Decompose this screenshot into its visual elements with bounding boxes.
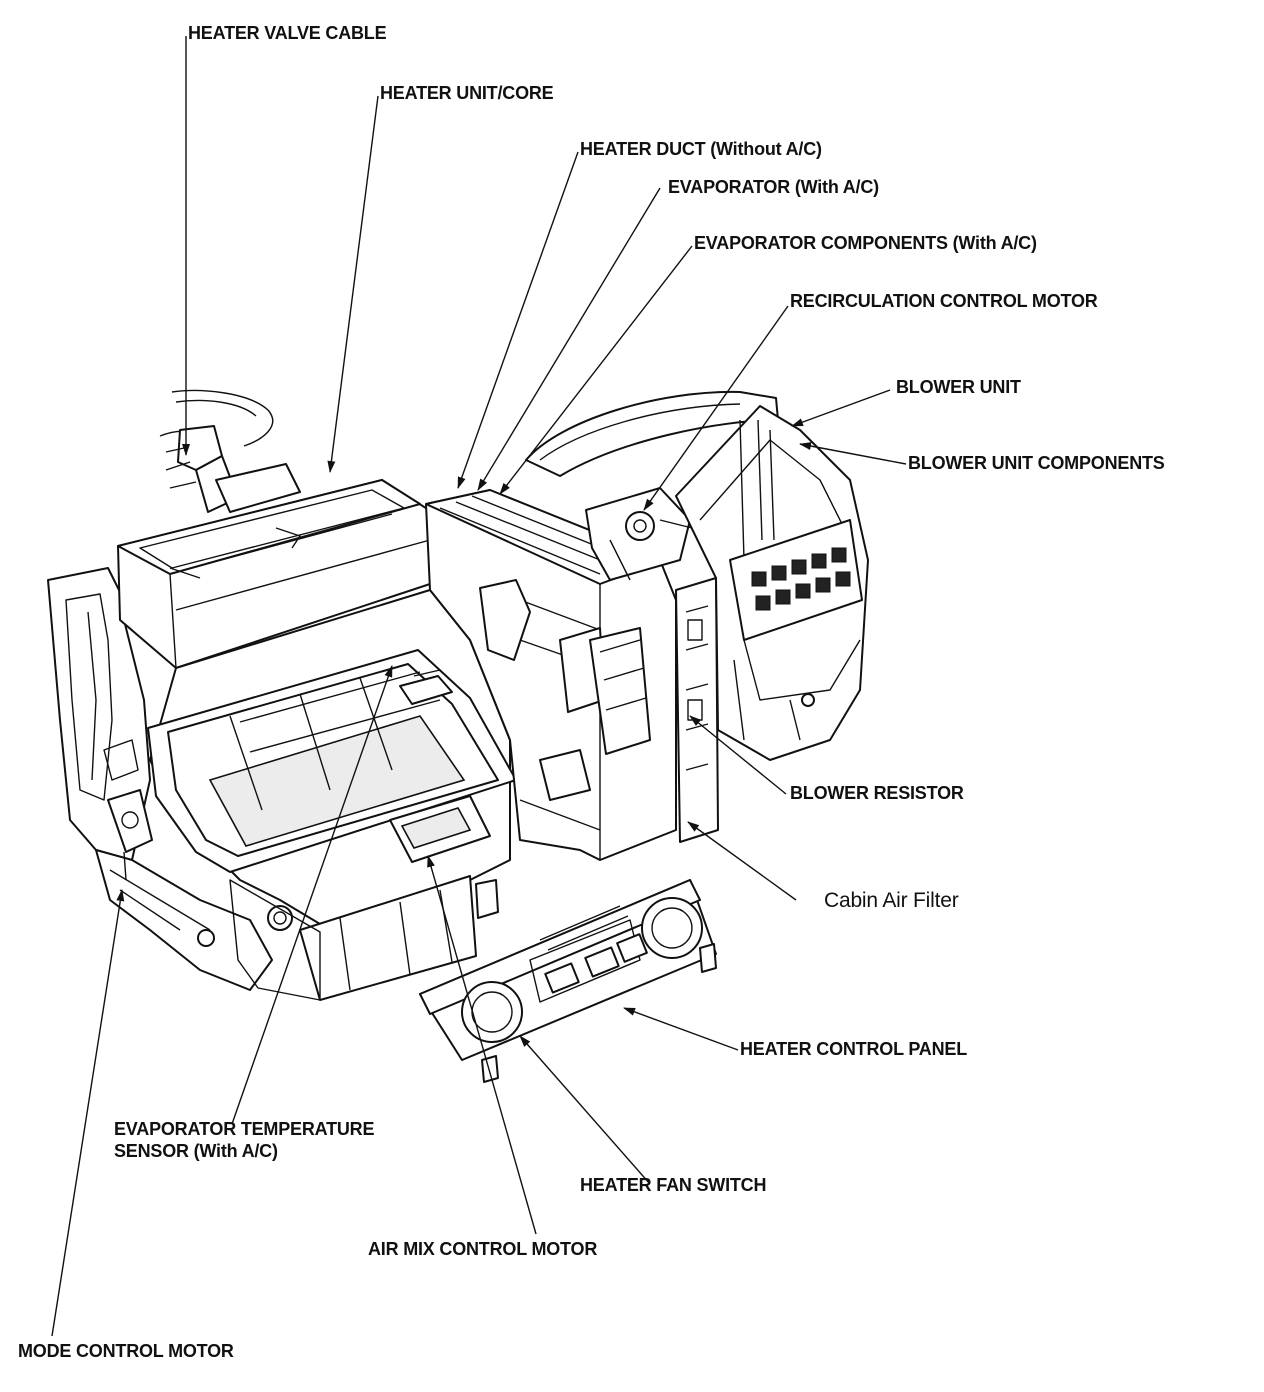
blower-resistor-part	[675, 577, 719, 843]
heater-valve-cable-part	[159, 389, 301, 513]
leader-cabin-air-filter	[687, 821, 797, 901]
leader-evaporator-temperature-sensor	[231, 665, 393, 1125]
label-evaporator: EVAPORATOR (With A/C)	[668, 177, 879, 197]
label-cabin-air-filter: Cabin Air Filter	[824, 889, 959, 912]
leader-blower-unit	[791, 389, 891, 427]
mode-control-motor-part	[107, 789, 153, 881]
label-heater-valve-cable: HEATER VALVE CABLE	[188, 23, 387, 43]
label-air-mix-control-motor: AIR MIX CONTROL MOTOR	[368, 1239, 598, 1259]
leader-mode-control-motor	[51, 889, 125, 1337]
heater-control-panel-part	[419, 879, 717, 1083]
blower-grille	[751, 547, 851, 611]
label-recirculation-control-motor: RECIRCULATION CONTROL MOTOR	[790, 291, 1098, 311]
label-evaporator-components: EVAPORATOR COMPONENTS (With A/C)	[694, 233, 1037, 253]
label-blower-unit: BLOWER UNIT	[896, 377, 1021, 397]
label-blower-resistor: BLOWER RESISTOR	[790, 783, 964, 803]
label-mode-control-motor: MODE CONTROL MOTOR	[18, 1341, 234, 1361]
leader-heater-fan-switch	[519, 1035, 651, 1185]
leader-evaporator-components	[499, 245, 693, 495]
label-heater-fan-switch: HEATER FAN SWITCH	[580, 1175, 767, 1195]
recirculation-control-motor-part	[525, 390, 779, 581]
leader-heater-unit-core	[327, 95, 379, 473]
label-heater-unit-core: HEATER UNIT/CORE	[380, 83, 554, 103]
label-evaporator-temperature-sensor: EVAPORATOR TEMPERATURE SENSOR (With A/C)	[114, 1119, 375, 1161]
leader-blower-resistor	[689, 715, 787, 795]
label-heater-duct: HEATER DUCT (Without A/C)	[580, 139, 822, 159]
leader-lines	[51, 36, 907, 1337]
leader-evaporator	[477, 187, 661, 491]
label-heater-control-panel: HEATER CONTROL PANEL	[740, 1039, 968, 1059]
blower-unit-part	[675, 405, 869, 761]
leader-air-mix-control-motor	[427, 855, 537, 1235]
leader-blower-unit-components	[799, 442, 907, 465]
leader-heater-control-panel	[623, 1007, 739, 1051]
leader-recirculation-control-motor	[643, 305, 789, 511]
evaporator-part	[147, 649, 517, 873]
leader-heater-duct	[457, 151, 579, 489]
heater-unit-core-part	[117, 479, 433, 669]
label-blower-unit-components: BLOWER UNIT COMPONENTS	[908, 453, 1165, 473]
